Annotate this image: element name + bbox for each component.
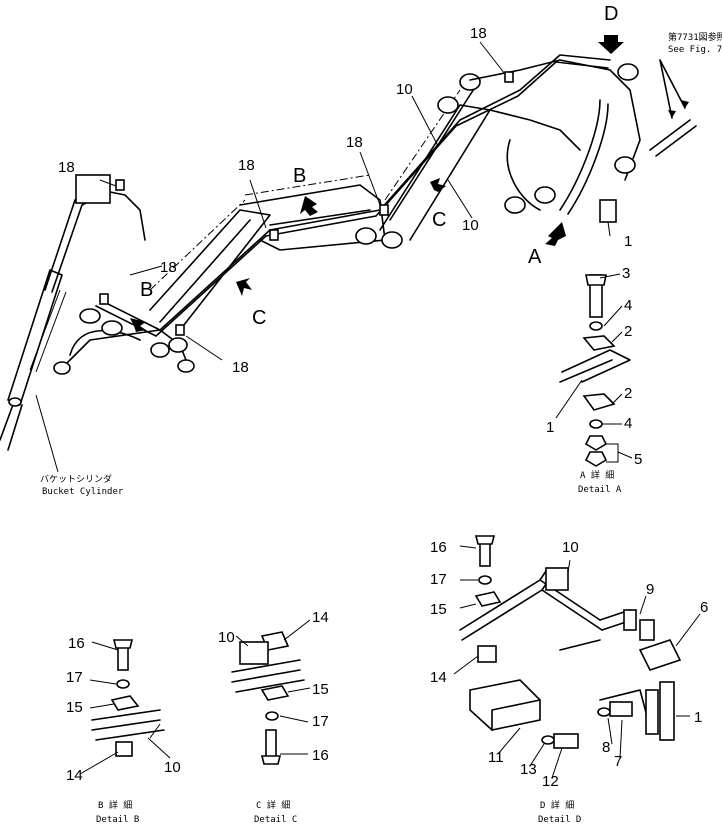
detail-d [453, 535, 701, 779]
note-bucket-cylinder-jp: バケットシリンダ [40, 473, 112, 485]
label-part-2: 2 [624, 385, 632, 402]
note-see-fig-jp: 第7731図参照 [668, 31, 722, 43]
note-bucket-cylinder-en: Bucket Cylinder [42, 487, 124, 497]
label-part-10: 10 [164, 759, 181, 776]
detail-b-jp: B 詳 細 [98, 799, 132, 811]
detail-d-en: Detail D [538, 815, 581, 825]
label-view-b-left: B [140, 279, 153, 301]
detail-b-en: Detail B [96, 815, 139, 825]
label-part-14: 14 [430, 669, 447, 686]
arm-assembly [0, 54, 697, 451]
label-part-16: 16 [312, 747, 329, 764]
label-part-16: 16 [430, 539, 447, 556]
label-part-10: 10 [396, 81, 413, 98]
label-part-15: 15 [66, 699, 83, 716]
detail-a-jp: A 詳 細 [580, 469, 614, 481]
label-part-18: 18 [232, 359, 249, 376]
label-part-6: 6 [700, 599, 708, 616]
label-part-18: 18 [238, 157, 255, 174]
label-part-16: 16 [68, 635, 85, 652]
label-part-18: 18 [160, 259, 177, 276]
view-arrows [130, 35, 689, 332]
label-part-10: 10 [218, 629, 235, 646]
detail-b [79, 639, 171, 775]
label-part-17: 17 [430, 571, 447, 588]
label-part-18: 18 [346, 134, 363, 151]
label-part-17: 17 [66, 669, 83, 686]
label-part-5: 5 [634, 451, 642, 468]
label-part-9: 9 [646, 581, 654, 598]
label-part-14: 14 [312, 609, 329, 626]
detail-c-jp: C 詳 細 [256, 799, 290, 811]
leader-lines-main [35, 41, 611, 473]
detail-c [231, 619, 311, 765]
label-part-2: 2 [624, 323, 632, 340]
label-part-14: 14 [66, 767, 83, 784]
label-part-8: 8 [602, 739, 610, 756]
label-part-1: 1 [624, 233, 632, 250]
label-part-7: 7 [614, 753, 622, 770]
label-part-1: 1 [546, 419, 554, 436]
label-part-15: 15 [312, 681, 329, 698]
arrow-a [545, 222, 566, 246]
label-part-17: 17 [312, 713, 329, 730]
label-part-10: 10 [562, 539, 579, 556]
arrow-d [598, 35, 624, 54]
label-part-18: 18 [58, 159, 75, 176]
arrow-b-top [300, 196, 318, 216]
label-view-d: D [604, 3, 618, 25]
label-part-4: 4 [624, 415, 632, 432]
label-view-c-left: C [252, 307, 266, 329]
detail-d-jp: D 詳 細 [540, 799, 574, 811]
label-part-4: 4 [624, 297, 632, 314]
arrow-b-left [130, 318, 146, 332]
label-part-1: 1 [694, 709, 702, 726]
label-view-b-top: B [293, 165, 306, 187]
label-part-13: 13 [520, 761, 537, 778]
label-part-15: 15 [430, 601, 447, 618]
label-part-18: 18 [470, 25, 487, 42]
label-view-c-top: C [432, 209, 446, 231]
label-part-12: 12 [542, 773, 559, 790]
detail-c-en: Detail C [254, 815, 297, 825]
label-part-3: 3 [622, 265, 630, 282]
label-view-a: A [528, 246, 542, 268]
detail-a [555, 273, 633, 467]
note-see-fig-en: See Fig. 7731 [668, 45, 722, 55]
arrow-c-top [430, 178, 446, 192]
arrow-c-left [236, 278, 252, 296]
label-part-11: 11 [488, 749, 504, 766]
label-part-10: 10 [462, 217, 479, 234]
detail-a-en: Detail A [578, 485, 622, 495]
